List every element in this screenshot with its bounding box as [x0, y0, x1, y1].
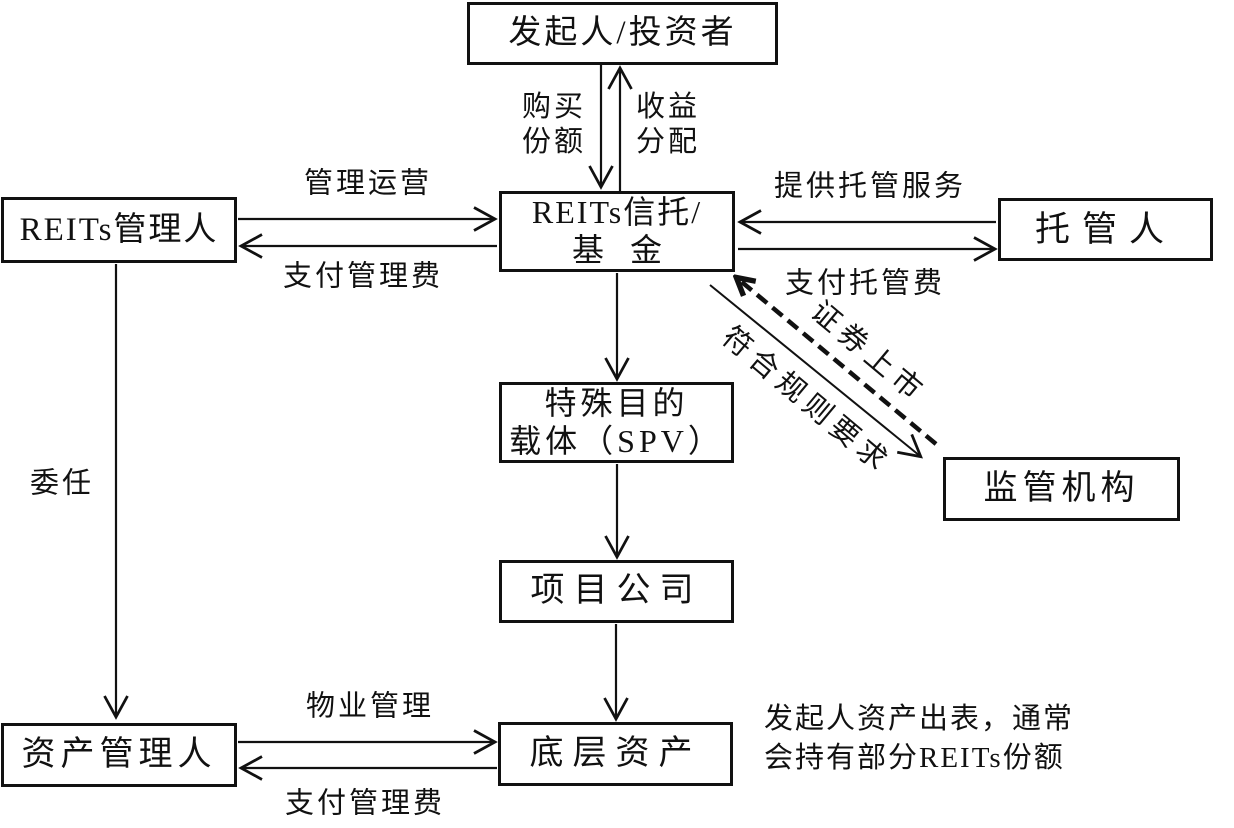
box-reits-trust-fund: REITs信托/ 基金 [499, 191, 735, 272]
arrow-comply-with-rules [709, 284, 923, 459]
box-asset-manager: 资产管理人 [1, 723, 237, 787]
box-reits-manager-label: REITs管理人 [19, 211, 219, 248]
box-spv: 特殊目的 载体（SPV） [499, 382, 734, 463]
box-reits-trust-line1: REITs信托/ [531, 193, 703, 230]
edge-label-income-distribution-line2: 分配 [635, 126, 701, 158]
box-spv-line2: 载体（SPV） [509, 422, 724, 459]
box-reits-trust-line2: 基金 [571, 231, 688, 268]
edge-label-provide-custody-service: 提供托管服务 [773, 170, 967, 203]
sponsor-note-line2: 会持有部分REITs份额 [764, 742, 1065, 774]
box-project-company-label: 项目公司 [530, 572, 703, 610]
edge-label-property-management: 物业管理 [305, 690, 435, 723]
arrow-securities-listing-dashed [737, 278, 938, 446]
box-spv-line1: 特殊目的 [544, 384, 689, 421]
box-custodian-label: 托管人 [1034, 209, 1176, 249]
sponsor-note: 发起人资产出表，通常 会持有部分REITs份额 [764, 700, 1074, 778]
edge-label-management-operation: 管理运营 [303, 167, 433, 200]
edge-label-pay-management-fee: 支付管理费 [282, 260, 444, 293]
box-regulator: 监管机构 [943, 457, 1180, 521]
box-sponsor-label: 发起人/投资者 [508, 15, 737, 52]
box-underlying-asset-label: 底层资产 [529, 734, 702, 772]
box-asset-manager-label: 资产管理人 [21, 735, 217, 773]
edge-label-purchase-shares: 购买 份额 [522, 90, 586, 160]
box-custodian: 托管人 [998, 198, 1213, 261]
box-regulator-label: 监管机构 [983, 469, 1140, 507]
edge-label-income-distribution-line1: 收益 [635, 91, 701, 123]
box-underlying-asset: 底层资产 [498, 722, 733, 786]
edge-label-purchase-shares-line1: 购买 [521, 91, 587, 123]
edge-label-pay-custody-fee: 支付托管费 [784, 267, 946, 300]
box-sponsor-investor: 发起人/投资者 [467, 2, 778, 65]
edge-label-income-distribution: 收益 分配 [636, 90, 700, 160]
box-reits-manager: REITs管理人 [1, 197, 237, 263]
edge-label-pay-management-fee-bottom: 支付管理费 [284, 787, 446, 820]
sponsor-note-line1: 发起人资产出表，通常 [764, 703, 1075, 735]
edge-label-appointment: 委任 [29, 467, 95, 500]
box-project-company: 项目公司 [499, 560, 734, 623]
edge-label-purchase-shares-line2: 份额 [521, 126, 587, 158]
